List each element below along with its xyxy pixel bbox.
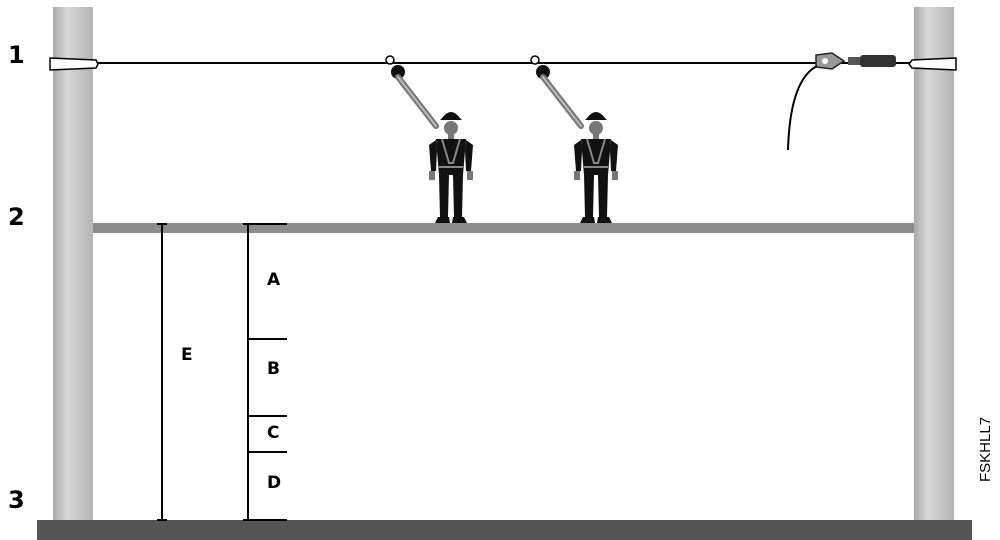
right-anchor-sling <box>908 57 957 71</box>
level-2-label: 2 <box>8 203 25 231</box>
left-anchor-sling <box>49 57 99 71</box>
segment-b-label: B <box>267 359 280 379</box>
left-post <box>53 7 93 521</box>
figure-code: FSKHLL7 <box>977 416 994 482</box>
segment-e-label: E <box>181 345 193 365</box>
segment-d-label: D <box>267 473 282 493</box>
level-1-label: 1 <box>8 41 25 69</box>
tensioner-device <box>787 52 896 151</box>
ground <box>37 520 972 540</box>
level-3-label: 3 <box>8 486 25 514</box>
working-platform <box>93 223 914 233</box>
dimension-a-d <box>243 223 287 521</box>
segment-c-label: C <box>267 423 280 443</box>
segment-a-label: A <box>267 270 281 290</box>
lanyard-2 <box>530 55 584 129</box>
dimension-e <box>157 223 167 521</box>
lanyard-1 <box>385 55 439 129</box>
right-post <box>914 7 954 521</box>
